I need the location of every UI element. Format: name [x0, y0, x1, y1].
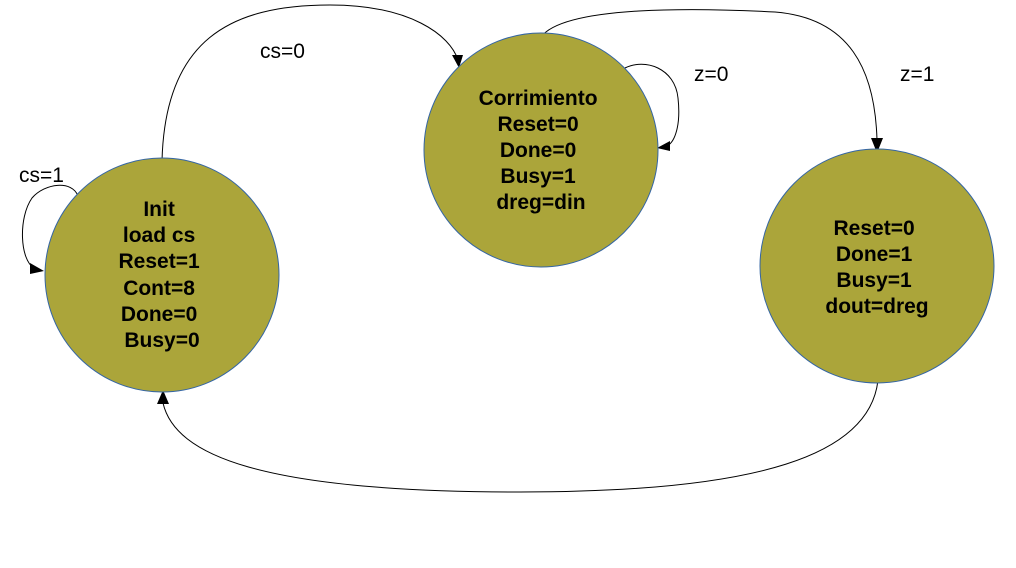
state-init-circle	[44, 157, 280, 393]
arrowhead-done-to-init	[157, 390, 169, 404]
edge-done-to-init	[162, 379, 879, 493]
state-corrimiento-line: Done=0	[500, 139, 576, 162]
state-init-line: Busy=0	[124, 329, 199, 352]
state-done-circle	[759, 148, 995, 384]
edge-corrimiento-self-loop	[624, 63, 680, 147]
arrowhead-corrimiento-self-loop	[657, 141, 670, 151]
arrowhead-init-self-loop	[30, 263, 44, 274]
edge-init-self-loop	[22, 184, 79, 269]
state-corrimiento-line: Reset=0	[498, 113, 579, 136]
state-init-label: Init load cs Reset=1 Cont=8 Done=0 Busy=…	[119, 198, 206, 352]
state-corrimiento-line: Corrimiento	[479, 87, 598, 110]
state-init-line: Reset=1	[119, 250, 200, 273]
state-corrimiento-circle	[423, 32, 659, 268]
edge-init-to-corrimiento	[161, 4, 459, 162]
state-done-line: Done=1	[836, 243, 913, 266]
state-done-line: dout=dreg	[825, 295, 928, 318]
edge-corrimiento-to-done	[540, 9, 878, 141]
arrowhead-init-to-corrimiento	[452, 55, 463, 68]
state-init-line: Cont=8	[123, 277, 195, 300]
state-done: Reset=0 Done=1 Busy=1 dout=dreg	[759, 148, 995, 384]
state-done-line: Busy=1	[836, 269, 912, 292]
state-init-line: Init	[143, 198, 175, 221]
state-init-line: load cs	[123, 224, 195, 247]
state-done-label: Reset=0 Done=1 Busy=1 dout=dreg	[825, 217, 928, 318]
label-init-self-loop: cs=1	[19, 164, 64, 187]
label-corrimiento-self-loop: z=0	[694, 63, 728, 86]
state-corrimiento-line: Busy=1	[500, 165, 576, 188]
state-corrimiento: Corrimiento Reset=0 Done=0 Busy=1 dreg=d…	[423, 32, 659, 268]
state-corrimiento-line: dreg=din	[496, 191, 585, 214]
state-done-line: Reset=0	[834, 217, 915, 240]
label-corrimiento-to-done: z=1	[900, 63, 934, 86]
state-corrimiento-label: Corrimiento Reset=0 Done=0 Busy=1 dreg=d…	[479, 87, 604, 214]
state-init-line: Done=0	[121, 303, 197, 326]
label-init-to-corrimiento: cs=0	[260, 40, 305, 63]
arrowhead-corrimiento-to-done	[871, 138, 883, 153]
state-init: Init load cs Reset=1 Cont=8 Done=0 Busy=…	[44, 157, 280, 393]
